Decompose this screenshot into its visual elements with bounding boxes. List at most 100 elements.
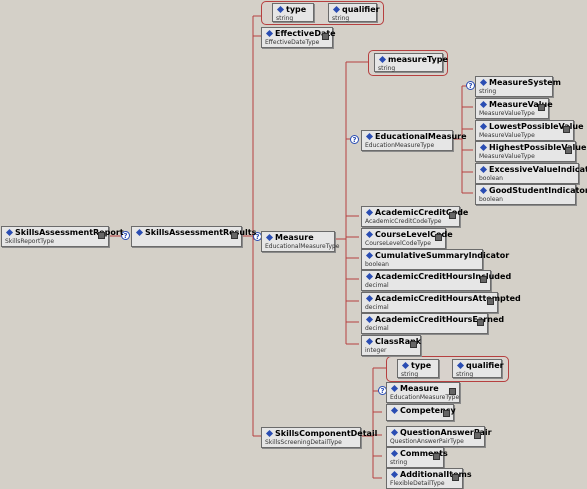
node-name: qualifier — [342, 5, 380, 14]
node-type: boolean — [365, 261, 389, 268]
sequence-icon[interactable]: ? — [466, 81, 475, 90]
node-type: MeasureValueType — [479, 153, 535, 160]
sequence-icon[interactable]: ? — [350, 135, 359, 144]
expand-icon[interactable] — [410, 341, 417, 348]
node-academic-credit-code[interactable]: AcademicCreditCode AcademicCreditCodeTyp… — [361, 206, 468, 227]
node-type: EducationMeasureType — [365, 142, 435, 149]
element-icon — [5, 228, 14, 236]
expand-icon[interactable] — [474, 432, 481, 439]
node-name: MeasureSystem — [489, 78, 561, 87]
element-icon — [390, 449, 399, 457]
node-type: EducationalMeasureType — [265, 243, 340, 250]
node-measure-value[interactable]: MeasureValue MeasureValueType — [475, 98, 553, 119]
node-name: CourseLevelCode — [375, 230, 453, 239]
node-name: type — [286, 5, 307, 14]
node-comments[interactable]: Comments string — [386, 447, 448, 468]
expand-icon[interactable] — [452, 474, 459, 481]
node-name: QuestionAnswerPair — [400, 428, 492, 437]
attr-type[interactable]: type string — [272, 3, 314, 22]
node-name: SkillsAssessmentResults — [145, 228, 257, 237]
node-type: string — [276, 15, 294, 22]
attribute-icon — [378, 55, 387, 63]
expand-icon[interactable] — [563, 126, 570, 133]
expand-icon[interactable] — [231, 232, 238, 239]
expand-icon[interactable] — [565, 147, 572, 154]
node-educational-measure[interactable]: EducationalMeasure EducationMeasureType — [361, 130, 467, 151]
element-icon — [390, 384, 399, 392]
node-skills-component-detail[interactable]: SkillsComponentDetail SkillsScreeningDet… — [261, 427, 377, 448]
element-icon — [365, 294, 374, 302]
node-type: string — [390, 459, 408, 466]
node-name: CumulativeSummaryIndicator — [375, 251, 510, 260]
element-icon — [390, 428, 399, 436]
node-academic-credit-hours-included[interactable]: AcademicCreditHoursIncluded decimal — [361, 270, 511, 291]
attr-qualifier[interactable]: qualifier string — [452, 359, 504, 378]
element-icon — [390, 470, 399, 478]
node-name: AcademicCreditHoursAttempted — [375, 294, 521, 303]
node-course-level-code[interactable]: CourseLevelCode CourseLevelCodeType — [361, 228, 453, 249]
node-measure-detail[interactable]: Measure EducationMeasureType — [386, 382, 460, 403]
node-name: HighestPossibleValue — [489, 143, 587, 152]
element-icon — [390, 406, 399, 414]
element-icon — [479, 100, 488, 108]
attr-qualifier[interactable]: qualifier string — [328, 3, 380, 22]
node-highest-possible-value[interactable]: HighestPossibleValue MeasureValueType — [475, 141, 586, 162]
node-name: Comments — [400, 449, 448, 458]
node-class-rank[interactable]: ClassRank integer — [361, 335, 421, 356]
node-name: EffectiveDate — [275, 29, 336, 38]
node-skills-assessment-report[interactable]: SkillsAssessmentReport SkillsReportType — [1, 226, 124, 247]
expand-icon[interactable] — [449, 388, 456, 395]
sequence-icon[interactable]: ? — [121, 231, 130, 240]
node-type: string — [401, 371, 419, 378]
node-effective-date[interactable]: EffectiveDate EffectiveDateType — [261, 27, 336, 48]
node-type: SkillsScreeningDetailType — [265, 439, 342, 446]
expand-icon[interactable] — [433, 453, 440, 460]
node-good-student-indicator[interactable]: GoodStudentIndicator boolean — [475, 184, 587, 205]
attr-type[interactable]: type string — [397, 359, 439, 378]
node-type: EffectiveDateType — [265, 39, 320, 46]
node-name: EducationalMeasure — [375, 132, 467, 141]
expand-icon[interactable] — [477, 319, 484, 326]
node-question-answer-pair[interactable]: QuestionAnswerPair QuestionAnswerPairTyp… — [386, 426, 492, 447]
node-lowest-possible-value[interactable]: LowestPossibleValue MeasureValueType — [475, 120, 584, 141]
expand-icon[interactable] — [538, 104, 545, 111]
attr-measure-type[interactable]: measureType string — [374, 53, 448, 72]
node-type: MeasureValueType — [479, 110, 535, 117]
node-name: AdditionalItems — [400, 470, 472, 479]
element-icon — [479, 143, 488, 151]
node-excessive-value-indicator[interactable]: ExcessiveValueIndicator boolean — [475, 163, 587, 184]
node-academic-credit-hours-earned[interactable]: AcademicCreditHoursEarned decimal — [361, 313, 504, 334]
attribute-icon — [276, 5, 285, 13]
attribute-icon — [401, 361, 410, 369]
node-name: GoodStudentIndicator — [489, 186, 587, 195]
element-icon — [365, 230, 374, 238]
node-additional-items[interactable]: AdditionalItems FlexibleDetailType — [386, 468, 472, 489]
expand-icon[interactable] — [443, 410, 450, 417]
expand-icon[interactable] — [449, 212, 456, 219]
node-skills-assessment-results[interactable]: SkillsAssessmentResults — [131, 226, 256, 247]
node-name: AcademicCreditHoursIncluded — [375, 272, 512, 281]
expand-icon[interactable] — [435, 234, 442, 241]
attribute-icon — [332, 5, 341, 13]
node-academic-credit-hours-attempted[interactable]: AcademicCreditHoursAttempted decimal — [361, 292, 521, 313]
node-type: CourseLevelCodeType — [365, 240, 431, 247]
node-competency[interactable]: Competency — [386, 404, 456, 421]
node-measure-system[interactable]: MeasureSystem string — [475, 76, 561, 97]
attribute-icon — [456, 361, 465, 369]
node-name: SkillsComponentDetail — [275, 429, 378, 438]
element-icon — [365, 251, 374, 259]
expand-icon[interactable] — [480, 276, 487, 283]
element-icon — [365, 272, 374, 280]
node-name: type — [411, 361, 432, 370]
expand-icon[interactable] — [322, 33, 329, 40]
node-type: FlexibleDetailType — [390, 480, 445, 487]
node-type: boolean — [479, 196, 503, 203]
node-type: decimal — [365, 325, 389, 332]
node-name: Competency — [400, 406, 456, 415]
expand-icon[interactable] — [487, 298, 494, 305]
expand-icon[interactable] — [98, 232, 105, 239]
node-name: AcademicCreditCode — [375, 208, 469, 217]
node-cumulative-summary-indicator[interactable]: CumulativeSummaryIndicator boolean — [361, 249, 509, 270]
node-measure[interactable]: Measure EducationalMeasureType — [261, 231, 340, 252]
element-icon — [265, 29, 274, 37]
